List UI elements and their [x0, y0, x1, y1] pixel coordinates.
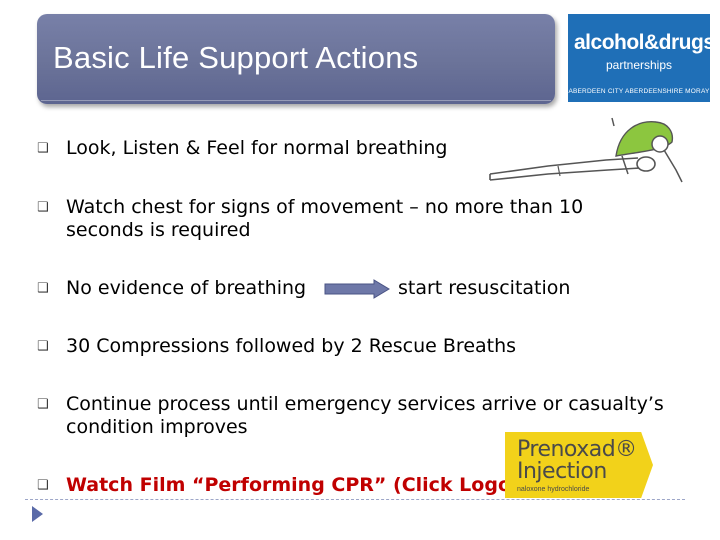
- prenoxad-injection: Injection: [517, 459, 607, 484]
- bullet-text: Continue process until emergency service…: [66, 393, 664, 438]
- alcohol-drugs-logo[interactable]: alcohol&drugs partnerships ABERDEEN CITY…: [568, 14, 715, 102]
- page-title: Basic Life Support Actions: [53, 40, 419, 75]
- title-banner: Basic Life Support Actions: [37, 14, 555, 104]
- right-arrow-icon: [324, 279, 390, 299]
- arrow-target-text: start resuscitation: [398, 277, 571, 299]
- bullet-icon: ❑: [37, 397, 49, 412]
- logo-text-areas: ABERDEEN CITY ABERDEENSHIRE MORAY: [568, 88, 710, 95]
- bullet-text: Look, Listen & Feel for normal breathing: [66, 137, 448, 159]
- cpr-illustration: [489, 117, 683, 183]
- bullet-icon: ❑: [37, 339, 49, 354]
- prenoxad-name: Prenoxad®: [517, 437, 637, 462]
- nav-triangle-icon[interactable]: [32, 506, 43, 522]
- bullet-icon: ❑: [37, 478, 49, 493]
- prenoxad-generic: naloxone hydrochloride: [517, 486, 590, 493]
- bullet-text: Watch chest for signs of movement – no m…: [66, 196, 584, 241]
- bullet-icon: ❑: [37, 141, 49, 156]
- bullet-icon: ❑: [37, 281, 49, 296]
- bullet-text: 30 Compressions followed by 2 Rescue Bre…: [66, 335, 517, 357]
- bullet-icon: ❑: [37, 200, 49, 215]
- watch-film-link[interactable]: Watch Film “Performing CPR” (Click Logo): [66, 474, 520, 496]
- bullet-text: No evidence of breathing: [66, 277, 307, 299]
- prenoxad-logo[interactable]: Prenoxad® Injection naloxone hydrochlori…: [505, 432, 653, 498]
- footer-divider: [25, 499, 685, 500]
- logo-text-main: alcohol&drugs: [574, 31, 715, 54]
- logo-text-sub: partnerships: [605, 58, 673, 72]
